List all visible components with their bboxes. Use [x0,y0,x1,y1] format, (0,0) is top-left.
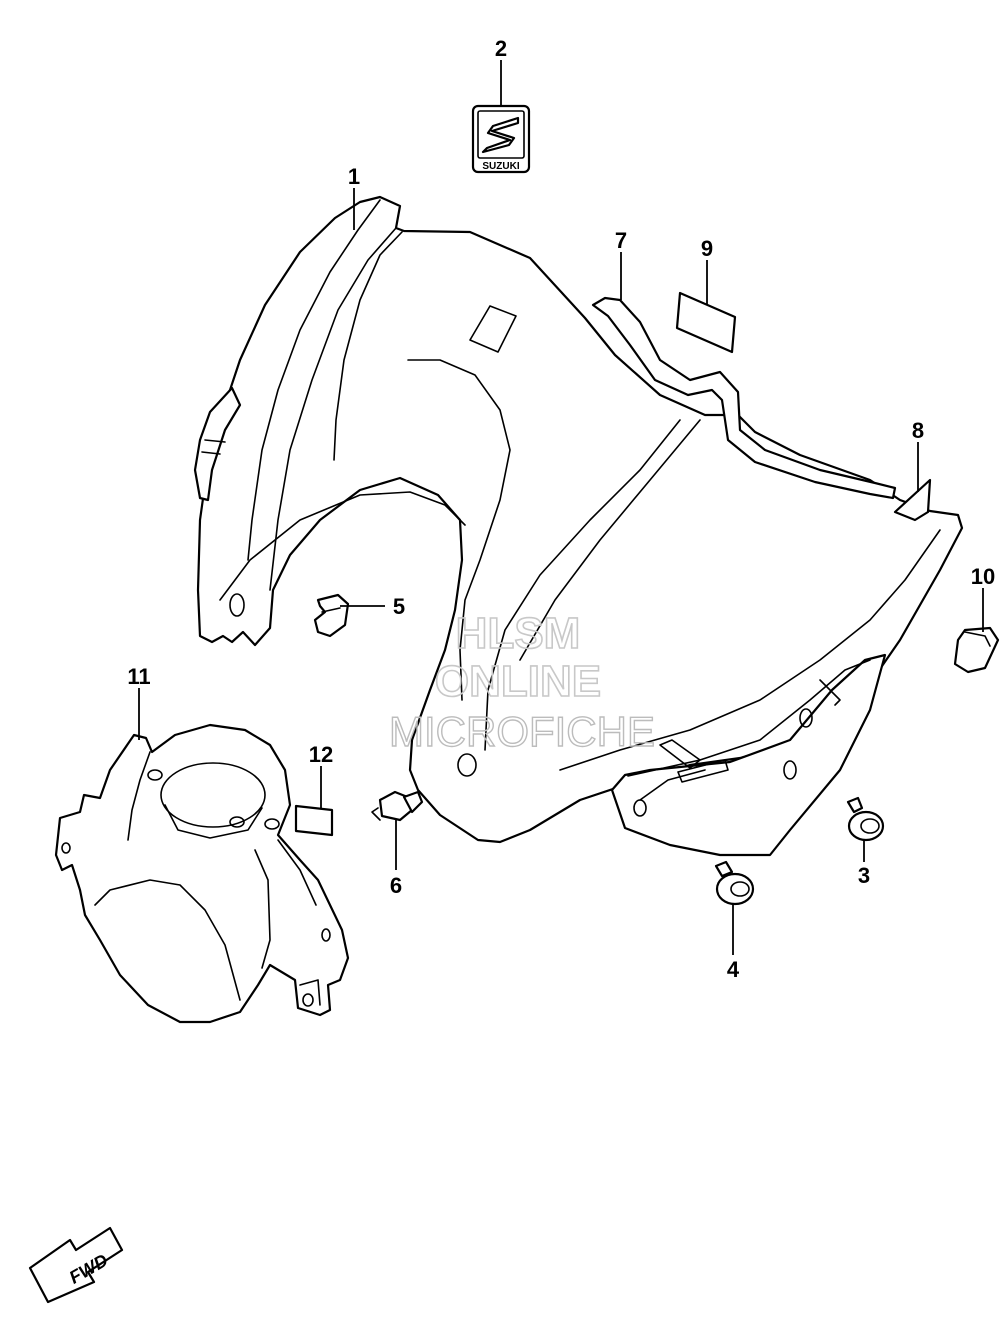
callout-5: 5 [393,594,405,619]
callout-6: 6 [390,873,402,898]
rivet-part-6 [371,790,424,822]
watermark-line-1: HLSM [456,609,581,658]
watermark: HLSM ONLINE MICROFICHE [388,608,655,756]
callout-9: 9 [701,236,713,261]
inner-cover-part-11 [54,723,350,1024]
screw-part-4 [714,860,755,906]
sticker-part-9 [675,291,737,354]
leader-lines [138,60,984,955]
callout-1: 1 [348,164,360,189]
callout-8: 8 [912,418,924,443]
watermark-line-3: MICROFICHE [389,708,655,755]
watermark-line-2: ONLINE [435,657,601,706]
callout-11: 11 [127,664,150,689]
clip-part-5 [313,593,350,638]
forward-direction-arrow: FWD [28,1226,124,1304]
callout-labels: 2 1 7 9 8 10 5 6 3 4 11 12 [127,36,995,982]
callout-3: 3 [858,863,870,888]
callout-2: 2 [495,36,507,61]
callout-10: 10 [971,564,995,589]
emblem-part-2: SUZUKI [471,104,531,174]
front-cowl-part-1 [193,195,964,857]
screw-part-3 [846,796,885,842]
callout-4: 4 [727,957,740,982]
trim-strip-part-7 [591,296,897,500]
callout-12: 12 [309,742,333,767]
emblem-brand-text: SUZUKI [482,161,519,172]
sticker-part-12 [294,804,334,837]
cap-part-10 [953,626,1000,674]
callout-7: 7 [615,228,627,253]
